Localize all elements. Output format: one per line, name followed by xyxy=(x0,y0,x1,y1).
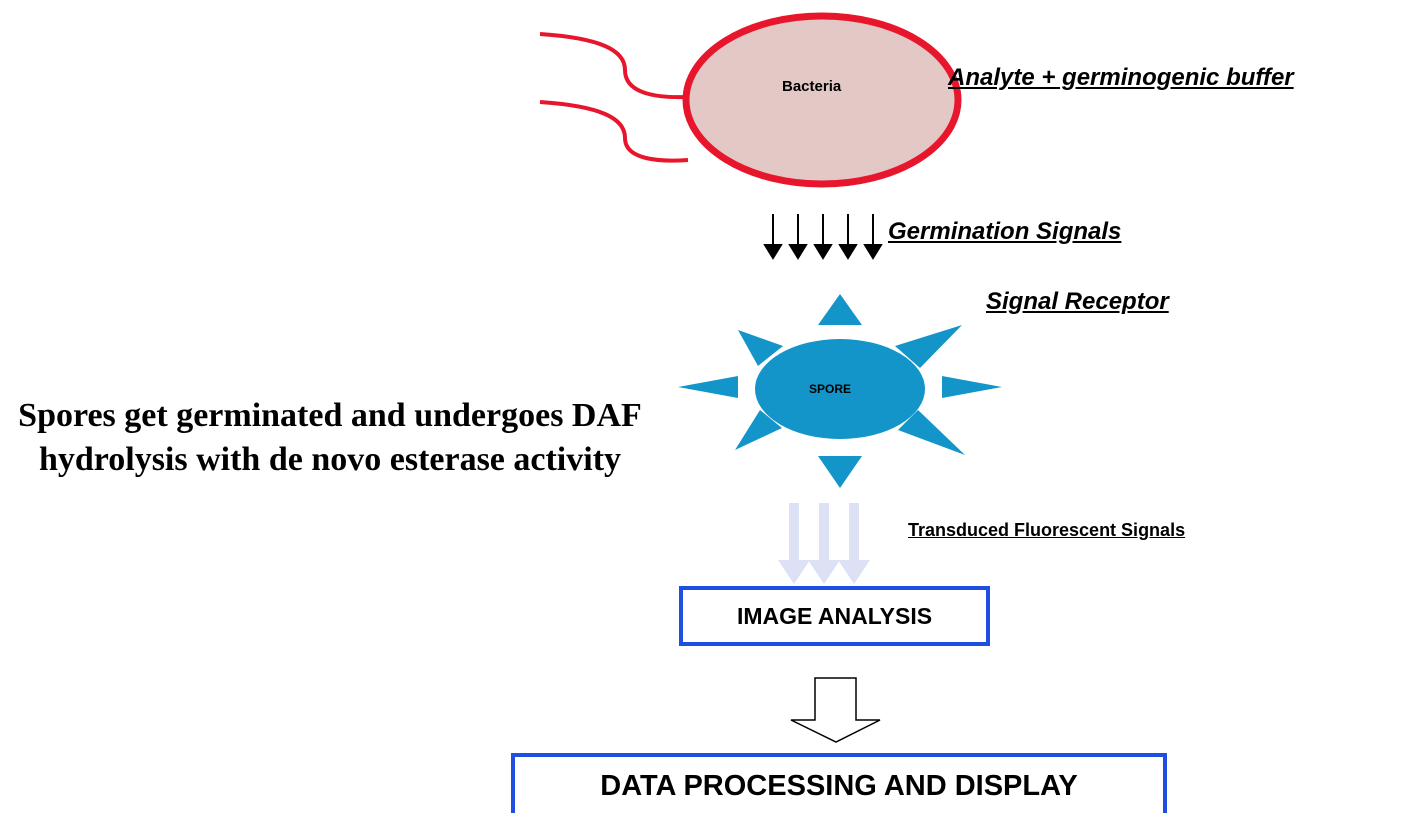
flagellum-lower xyxy=(539,100,689,163)
spore-body xyxy=(755,339,925,439)
image-analysis-box: IMAGE ANALYSIS xyxy=(679,586,990,646)
germination-signals-label: Germination Signals xyxy=(888,218,1122,245)
flagellum-upper xyxy=(539,32,689,100)
fluorescent-arrows xyxy=(778,503,870,584)
germination-arrows xyxy=(763,214,883,260)
analyte-label: Analyte + germinogenic buffer xyxy=(948,64,1294,91)
process-arrow xyxy=(790,677,881,743)
bacteria-label: Bacteria xyxy=(782,78,842,95)
description-text: Spores get germinated and undergoes DAF … xyxy=(18,397,642,478)
spore-receptors xyxy=(678,294,1002,488)
bacteria-texture xyxy=(690,20,954,180)
transduced-signals-label: Transduced Fluorescent Signals xyxy=(908,520,1186,540)
spore-label: SPORE xyxy=(809,382,852,396)
data-processing-box: DATA PROCESSING AND DISPLAY xyxy=(511,753,1167,813)
signal-receptor-label: Signal Receptor xyxy=(986,288,1169,315)
